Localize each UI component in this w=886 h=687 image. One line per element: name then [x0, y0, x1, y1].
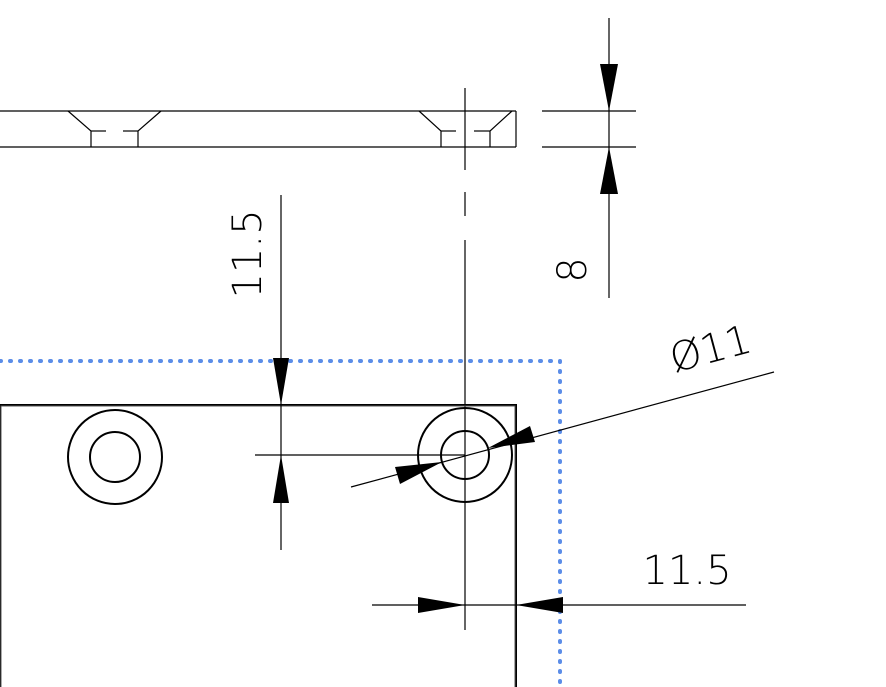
side-view[interactable] — [0, 110, 517, 148]
thickness-dimension[interactable] — [542, 18, 636, 298]
arrowhead-up — [273, 455, 289, 503]
arrowhead-left — [516, 597, 563, 613]
arrowhead-up — [600, 147, 618, 194]
diameter-dimension[interactable] — [350, 371, 775, 488]
arrowhead-inward-right — [488, 426, 535, 448]
countersink-left-hole-profile-right — [137, 110, 162, 147]
countersink-left-hole-profile — [67, 110, 92, 147]
arrowhead-down — [273, 358, 289, 405]
arrowhead-down — [600, 64, 618, 111]
countersink-right-hole-profile — [418, 110, 442, 147]
plate-top-view-shadow — [0, 405, 516, 687]
thickness-dimension-label: 8 — [550, 257, 596, 282]
arrowhead-inward-left — [395, 462, 442, 484]
plate-top-view[interactable] — [0, 404, 517, 687]
countersink-right-hole-profile-right — [489, 110, 513, 147]
vertical-offset-dimension-label: 11.5 — [225, 209, 271, 298]
horizontal-offset-dimension[interactable] — [372, 597, 746, 613]
diameter-dimension-label: Ø11 — [665, 317, 756, 383]
arrowhead-right — [418, 597, 465, 613]
left-countersunk-hole[interactable] — [67, 409, 163, 505]
vertical-offset-dimension[interactable] — [255, 195, 465, 550]
horizontal-offset-dimension-label: 11.5 — [642, 548, 731, 594]
